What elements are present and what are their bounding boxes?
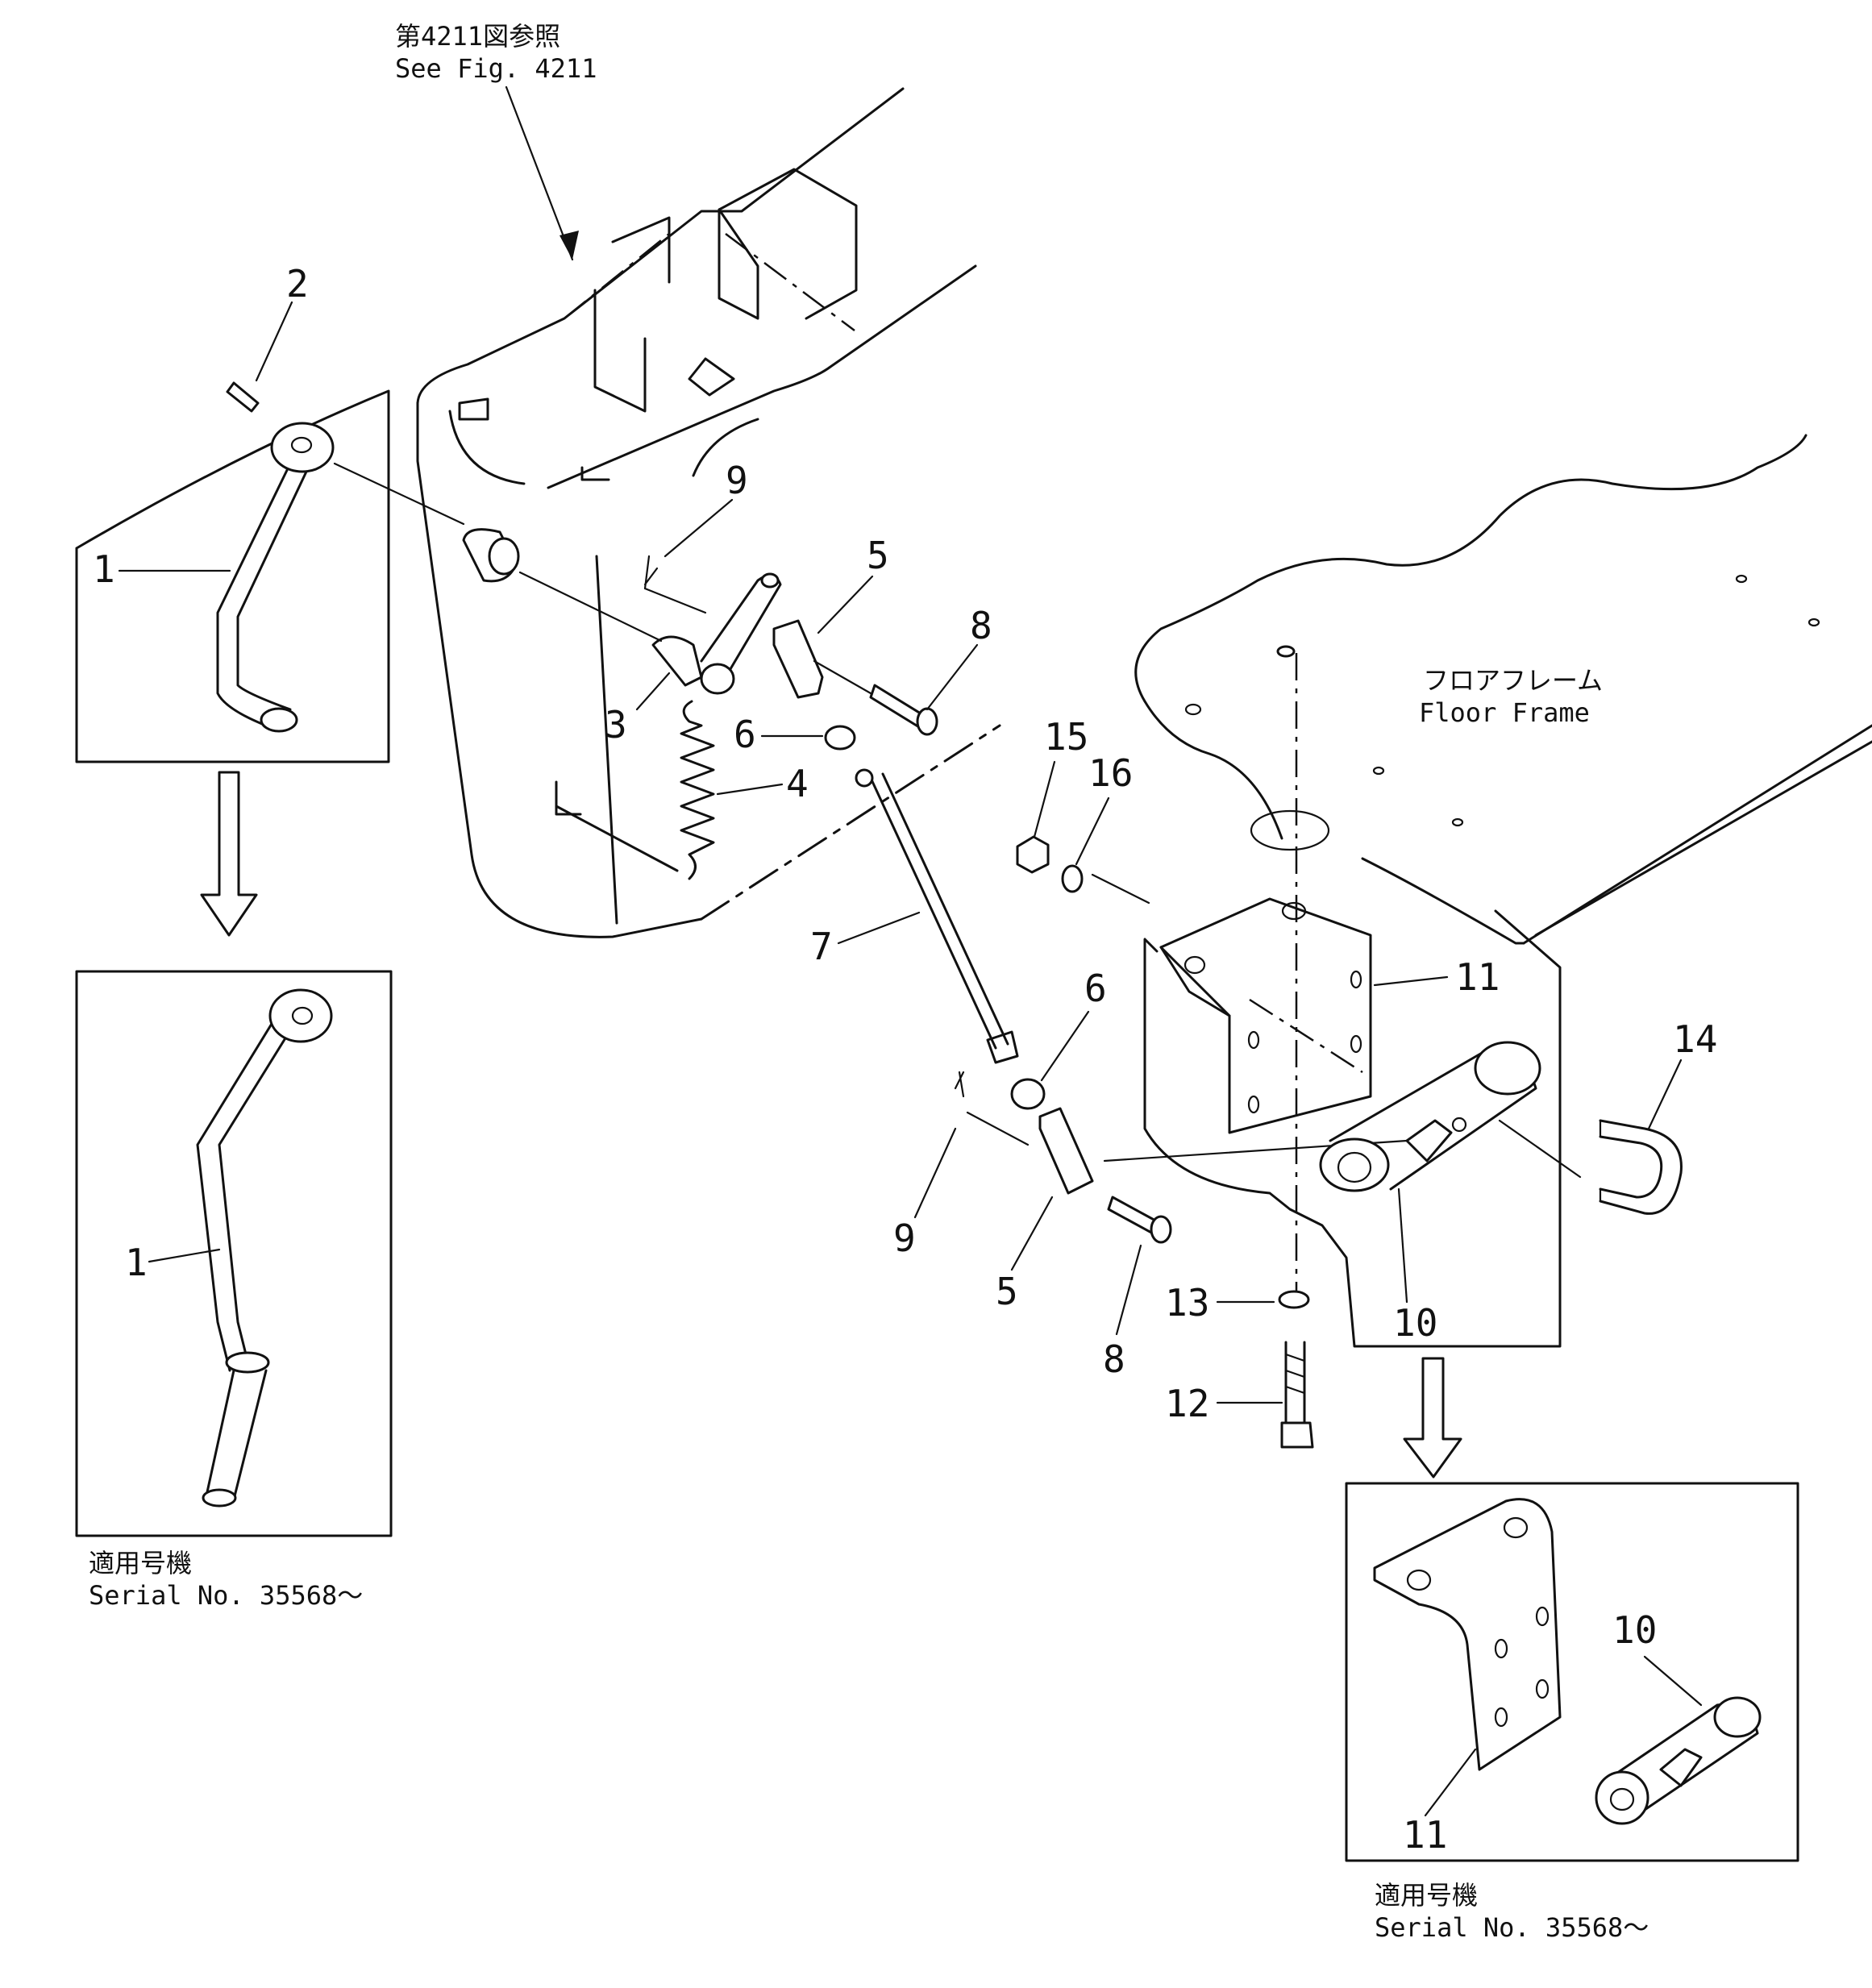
cotter-pin-upper <box>643 555 659 590</box>
reference-note-en: See Fig. 4211 <box>395 53 597 84</box>
serial-note-right-en: Serial No. 35568～ <box>1375 1912 1649 1943</box>
leader-3 <box>635 672 671 711</box>
leader-bushing-lever <box>518 571 663 643</box>
top-washer <box>1276 645 1296 658</box>
bolt-lower-head <box>1150 1215 1172 1244</box>
leader-10-lower <box>1643 1655 1703 1707</box>
bracket-center-axis <box>1249 998 1363 1074</box>
control-box-housing <box>416 87 1001 938</box>
lever-new-detail <box>75 970 393 1537</box>
callout-3: 3 <box>605 703 627 747</box>
reference-arrowhead <box>560 231 579 260</box>
callout-15: 15 <box>1044 715 1088 759</box>
leader-clevis-upper <box>813 659 872 695</box>
switch-part <box>1319 1041 1541 1192</box>
callout-7: 7 <box>810 925 833 968</box>
clevis-lower <box>1038 1107 1094 1195</box>
serial-note-left-jp: 適用号機 <box>89 1548 192 1578</box>
callout-11-upper: 11 <box>1455 955 1500 999</box>
callout-16: 16 <box>1088 751 1133 795</box>
reference-note: 第4211図参照 See Fig. 4211 <box>395 21 597 261</box>
leader-6-lower <box>1040 1010 1090 1082</box>
nut-part-15 <box>1016 835 1050 874</box>
leader-washer-bracket <box>1091 873 1150 905</box>
bracket-new-detail <box>1345 1482 1799 1862</box>
rod-part <box>855 768 1019 1064</box>
cotter-pin-lower <box>954 1071 965 1098</box>
floor-frame-label-en: Floor Frame <box>1419 697 1590 728</box>
lever-old-detail <box>75 389 390 763</box>
u-bolt-part <box>1599 1119 1683 1215</box>
callout-8-upper: 8 <box>970 604 992 647</box>
bolt-upper-head <box>916 707 938 736</box>
leader-8-lower <box>1115 1244 1142 1336</box>
callout-14: 14 <box>1673 1017 1717 1061</box>
leader-9-upper <box>664 498 734 558</box>
callout-13: 13 <box>1165 1281 1209 1325</box>
nut-lower <box>1010 1078 1046 1110</box>
leader-11-lower <box>1424 1748 1477 1817</box>
bushing-end <box>488 537 520 576</box>
nut-upper <box>824 725 856 751</box>
leader-9-lower <box>913 1127 957 1219</box>
floor-frame-label-jp: フロアフレーム <box>1423 665 1603 696</box>
callout-1-upper: 1 <box>93 547 115 591</box>
bolt-lower <box>1107 1196 1159 1235</box>
pin-part <box>226 381 260 413</box>
leader-5-lower <box>1010 1196 1054 1271</box>
leader-1-lower <box>148 1248 221 1263</box>
leader-14 <box>1647 1058 1683 1130</box>
reference-leader <box>505 85 574 261</box>
arrow-down-right <box>1403 1357 1462 1479</box>
callout-5-upper: 5 <box>867 534 889 577</box>
callout-2: 2 <box>286 262 309 306</box>
arrow-down-left <box>200 771 258 937</box>
washer-part-16 <box>1061 864 1084 893</box>
leader-5-upper <box>817 575 874 634</box>
bolt-part-12 <box>1280 1341 1314 1449</box>
lever-arm-part <box>651 572 782 695</box>
callout-8-lower: 8 <box>1103 1337 1125 1381</box>
callout-1-lower: 1 <box>125 1241 148 1284</box>
callout-5-lower: 5 <box>996 1270 1018 1313</box>
leader-8-upper <box>926 643 979 711</box>
callout-4: 4 <box>786 762 809 805</box>
leader-15 <box>1033 760 1056 838</box>
leader-16 <box>1075 796 1110 866</box>
spring-part <box>680 700 715 880</box>
callout-6-lower: 6 <box>1084 967 1107 1010</box>
callouts: 2 1 1 9 5 8 3 6 4 15 16 7 11 6 14 9 5 <box>93 262 1717 1857</box>
serial-note-right-jp: 適用号機 <box>1375 1880 1478 1911</box>
leader-switch-ubolt <box>1498 1119 1582 1179</box>
bracket-assembly <box>1143 897 1562 1348</box>
callout-9-upper: 9 <box>726 459 748 502</box>
serial-note-left-en: Serial No. 35568～ <box>89 1580 363 1611</box>
callout-10-lower: 10 <box>1612 1608 1657 1652</box>
callout-11-lower: 11 <box>1403 1813 1447 1857</box>
leader-4 <box>716 783 784 796</box>
callout-10-upper: 10 <box>1393 1301 1437 1345</box>
washer-part-13 <box>1278 1290 1310 1309</box>
leader-2 <box>255 301 293 382</box>
leader-cotter-lower <box>966 1111 1030 1146</box>
callout-6-upper: 6 <box>734 713 756 756</box>
clevis-upper <box>772 619 824 699</box>
callout-12: 12 <box>1165 1382 1209 1425</box>
leader-lever-axis <box>333 462 465 526</box>
leader-10-upper <box>1397 1187 1408 1304</box>
reference-note-jp: 第4211図参照 <box>395 21 560 52</box>
leader-11-upper <box>1373 975 1449 987</box>
leader-cotter-upper <box>643 587 707 614</box>
leader-7 <box>837 911 921 945</box>
callout-9-lower: 9 <box>893 1217 916 1260</box>
floor-frame: フロアフレーム Floor Frame <box>1134 434 1872 945</box>
